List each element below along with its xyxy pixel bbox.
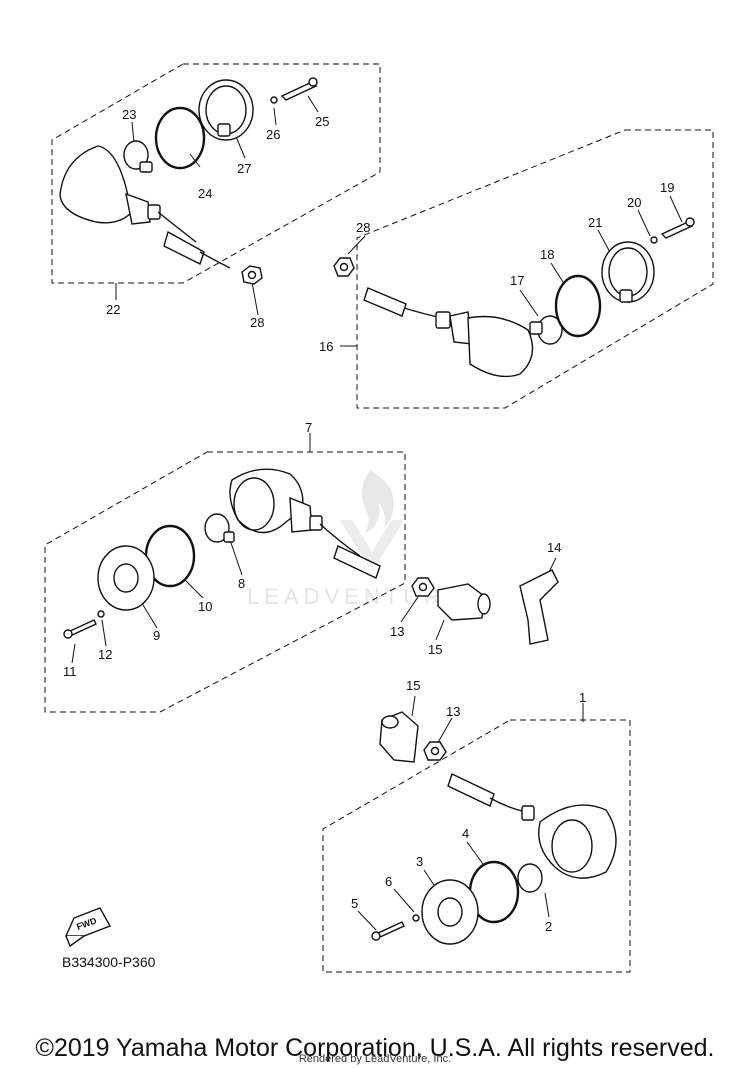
bulb-2 (517, 863, 543, 893)
washer-20 (650, 236, 658, 244)
signal-housing (59, 145, 135, 224)
bracket-14 (519, 569, 559, 645)
callout-labels: 22 23 24 25 26 27 28 28 16 17 18 19 20 2… (63, 107, 674, 934)
turn-signal-assembly-22 (59, 77, 318, 285)
callout-3: 3 (416, 854, 423, 869)
screw-25 (280, 81, 318, 101)
signal-housing-1 (538, 804, 617, 879)
callout-5: 5 (351, 896, 358, 911)
callout-4: 4 (462, 826, 469, 841)
group-box-16 (356, 129, 714, 409)
flame-logo-mark (361, 470, 394, 534)
gasket-24 (154, 106, 206, 170)
callout-19: 19 (660, 180, 674, 195)
callout-20: 20 (627, 195, 641, 210)
callout-6: 6 (385, 874, 392, 889)
turn-signal-assembly-1 (371, 711, 617, 945)
callout-18: 18 (540, 247, 554, 262)
callout-14: 14 (547, 540, 561, 555)
copyright-notice: ©2019 Yamaha Motor Corporation, U.S.A. A… (35, 1034, 715, 1062)
callout-10: 10 (198, 599, 212, 614)
turn-signal-assembly-16 (333, 217, 695, 378)
bulb-8 (204, 513, 230, 543)
callout-8: 8 (238, 576, 245, 591)
group-box-22 (51, 63, 381, 284)
callout-9: 9 (153, 628, 160, 643)
rim-3 (421, 879, 479, 945)
callout-17: 17 (510, 273, 524, 288)
callout-22: 22 (106, 302, 120, 317)
rim-9 (97, 545, 155, 611)
callout-25: 25 (315, 114, 329, 129)
callout-13-middle: 13 (390, 624, 404, 639)
washer-26 (270, 96, 278, 104)
callout-27: 27 (237, 161, 251, 176)
grommet-15-a (437, 583, 485, 621)
v-logo-mark (340, 520, 404, 572)
callout-15-middle: 15 (428, 642, 442, 657)
diagram-id: B334300-P360 (62, 954, 156, 970)
callout-7: 7 (305, 420, 312, 435)
group-box-1 (322, 719, 631, 973)
group-box-7 (44, 451, 406, 713)
connector-16 (363, 287, 407, 317)
callout-16: 16 (319, 339, 333, 354)
washer-12 (97, 610, 105, 618)
fwd-arrow-icon: FWD (64, 907, 112, 948)
callout-13-bottom: 13 (446, 704, 460, 719)
callout-28-top-right: 28 (356, 220, 370, 235)
callout-21: 21 (588, 215, 602, 230)
connector-1 (447, 773, 495, 807)
callout-24: 24 (198, 186, 212, 201)
callout-11: 11 (63, 664, 77, 679)
callout-28-top-left: 28 (250, 315, 264, 330)
signal-housing-16 (467, 315, 534, 378)
callout-15-bottom: 15 (406, 678, 420, 693)
washer-6 (412, 914, 420, 922)
callout-1: 1 (579, 690, 586, 705)
connector-22 (163, 230, 205, 265)
callout-26: 26 (266, 127, 280, 142)
turn-signal-assembly-7 (63, 468, 559, 645)
callout-23: 23 (122, 107, 136, 122)
rim-27 (198, 79, 254, 141)
connector-7 (333, 545, 381, 579)
callout-12: 12 (98, 647, 112, 662)
gasket-18 (554, 274, 602, 338)
rendered-by-notice: Rendered by LeadVenture, Inc. (298, 1053, 452, 1065)
callout-2: 2 (545, 919, 552, 934)
